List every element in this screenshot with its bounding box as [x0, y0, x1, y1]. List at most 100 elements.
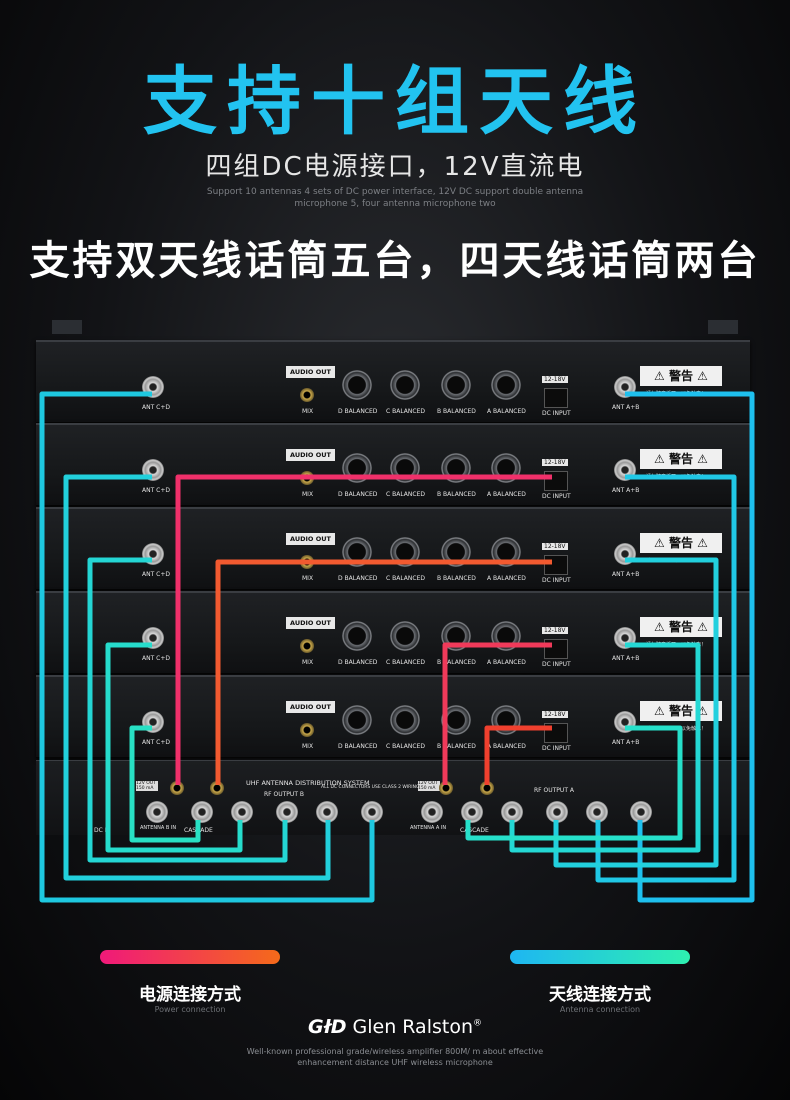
ant-ab-bnc[interactable]: [614, 543, 636, 565]
headline2: 支持双天线话筒五台，四天线话筒两台: [29, 238, 761, 284]
rf-a-3-bnc[interactable]: [586, 801, 608, 823]
legend-antenna-swatch: [510, 950, 690, 964]
xlr-output[interactable]: [441, 537, 471, 567]
balanced-label: C BALANCED: [386, 491, 425, 498]
xlr-output[interactable]: [390, 370, 420, 400]
xlr-output[interactable]: [441, 370, 471, 400]
ant-ab-bnc[interactable]: [614, 627, 636, 649]
antenna-b-in-bnc[interactable]: [146, 801, 168, 823]
headline: 支持十组天线: [143, 59, 647, 145]
dc-input-jack[interactable]: [544, 723, 568, 743]
audio-out-label: AUDIO OUT: [286, 449, 335, 461]
mix-label: MIX: [302, 491, 314, 498]
rf-output-b-label: RF OUTPUT B: [264, 791, 305, 798]
ant-cd-label: ANT C+D: [142, 571, 171, 578]
dc-out-a1-jack[interactable]: [439, 781, 453, 795]
mix-label: MIX: [302, 575, 314, 582]
balanced-label: B BALANCED: [437, 408, 476, 415]
xlr-output[interactable]: [342, 370, 372, 400]
ant-cd-label: ANT C+D: [142, 404, 171, 411]
xlr-output[interactable]: [342, 537, 372, 567]
dc-input-label: DC INPUT: [542, 577, 571, 584]
antenna-a-in-label: ANTENNA A IN: [410, 825, 447, 831]
legend-power-swatch: [100, 950, 280, 964]
warning-label: ⚠ 警告 ⚠: [640, 449, 722, 469]
dc-range-label: 12-18V: [542, 459, 568, 466]
ant-cd-bnc[interactable]: [142, 459, 164, 481]
warning-label: ⚠ 警告 ⚠: [640, 366, 722, 386]
warning-small-text: 请勿随意拆开，以免触电！: [646, 642, 707, 648]
rack-ear-right: [708, 320, 738, 334]
ant-ab-label: ANT A+B: [612, 739, 640, 746]
audio-out-label: AUDIO OUT: [286, 617, 335, 629]
audio-out-label: AUDIO OUT: [286, 533, 335, 545]
dc-input-label: DC INPUT: [542, 661, 571, 668]
xlr-output[interactable]: [491, 370, 521, 400]
xlr-output[interactable]: [342, 705, 372, 735]
ant-cd-bnc[interactable]: [142, 711, 164, 733]
ant-cd-bnc[interactable]: [142, 627, 164, 649]
mix-jack[interactable]: [300, 388, 314, 402]
warning-icon: ⚠: [693, 704, 708, 718]
rf-a-1-bnc[interactable]: [501, 801, 523, 823]
rf-b-1-bnc[interactable]: [361, 801, 383, 823]
xlr-output[interactable]: [390, 621, 420, 651]
cascade-b-bnc[interactable]: [191, 801, 213, 823]
dc-out-b2-jack[interactable]: [210, 781, 224, 795]
xlr-output[interactable]: [491, 453, 521, 483]
balanced-label: A BALANCED: [487, 491, 526, 498]
cascade-a-bnc[interactable]: [461, 801, 483, 823]
dc-range-label: 12-18V: [542, 711, 568, 718]
warning-text: 警告: [668, 704, 693, 718]
mix-jack[interactable]: [300, 555, 314, 569]
xlr-output[interactable]: [491, 705, 521, 735]
dc-input-jack[interactable]: [544, 388, 568, 408]
xlr-output[interactable]: [491, 537, 521, 567]
class-note-label: ALL DC CONNECTORS USE CLASS 2 WIRING: [321, 785, 420, 790]
xlr-output[interactable]: [342, 621, 372, 651]
out-12v-b-label: 12V OUT 150 mA: [136, 781, 158, 791]
xlr-output[interactable]: [390, 705, 420, 735]
warning-icon: ⚠: [693, 369, 708, 383]
balanced-label: A BALANCED: [487, 659, 526, 666]
rf-a-4-bnc[interactable]: [630, 801, 652, 823]
ant-ab-bnc[interactable]: [614, 711, 636, 733]
subtitle-en: Support 10 antennas 4 sets of DC power i…: [0, 186, 790, 210]
dc-input-jack[interactable]: [544, 471, 568, 491]
mix-label: MIX: [302, 659, 314, 666]
ant-cd-bnc[interactable]: [142, 376, 164, 398]
warning-label: ⚠ 警告 ⚠: [640, 533, 722, 553]
cascade-b-label: CASCADE: [184, 827, 213, 834]
xlr-output[interactable]: [441, 453, 471, 483]
mix-jack[interactable]: [300, 723, 314, 737]
xlr-output[interactable]: [441, 705, 471, 735]
cascade-a-label: CASCADE: [460, 827, 489, 834]
xlr-output[interactable]: [342, 453, 372, 483]
warning-label: ⚠ 警告 ⚠: [640, 617, 722, 637]
dc-out-a2-jack[interactable]: [480, 781, 494, 795]
mix-jack[interactable]: [300, 639, 314, 653]
subtitle-en-line1: Support 10 antennas 4 sets of DC power i…: [206, 187, 584, 197]
brand-name: Glen Ralston: [352, 1016, 474, 1038]
balanced-label: C BALANCED: [386, 408, 425, 415]
rf-b-3-bnc[interactable]: [276, 801, 298, 823]
ant-cd-bnc[interactable]: [142, 543, 164, 565]
rf-a-2-bnc[interactable]: [546, 801, 568, 823]
dc-input-jack[interactable]: [544, 555, 568, 575]
antenna-a-in-bnc[interactable]: [421, 801, 443, 823]
ant-ab-bnc[interactable]: [614, 459, 636, 481]
xlr-output[interactable]: [441, 621, 471, 651]
ant-ab-bnc[interactable]: [614, 376, 636, 398]
balanced-label: A BALANCED: [487, 408, 526, 415]
rf-b-2-bnc[interactable]: [316, 801, 338, 823]
xlr-output[interactable]: [390, 453, 420, 483]
warning-icon: ⚠: [654, 369, 669, 383]
dc-input-jack[interactable]: [544, 639, 568, 659]
mix-jack[interactable]: [300, 471, 314, 485]
xlr-output[interactable]: [390, 537, 420, 567]
xlr-output[interactable]: [491, 621, 521, 651]
dc-out-b1-jack[interactable]: [170, 781, 184, 795]
rf-b-4-bnc[interactable]: [231, 801, 253, 823]
